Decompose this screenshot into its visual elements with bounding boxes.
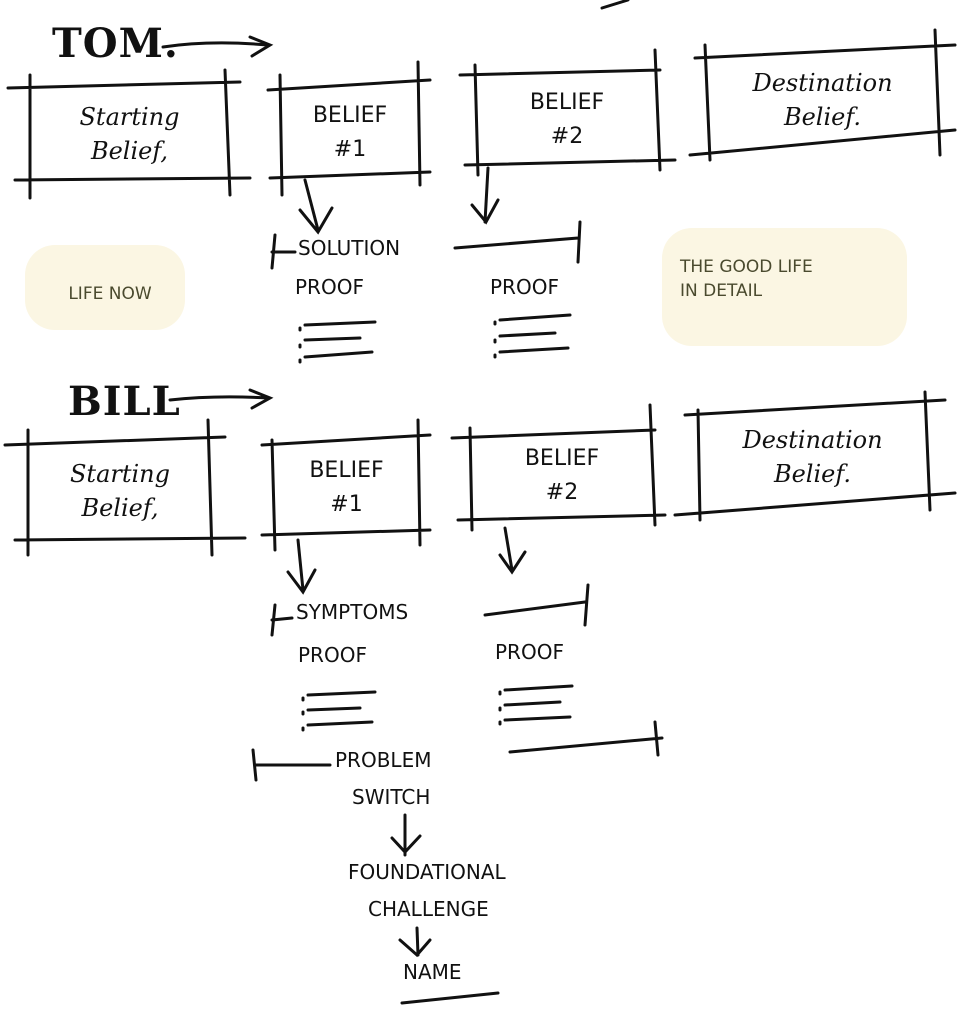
bill-box-destination	[673, 390, 957, 522]
box-line: Starting	[79, 103, 180, 131]
box-line: BELIEF	[312, 103, 388, 128]
tom-box-belief2-text: BELIEF #2	[478, 77, 656, 163]
arrow-to-name	[398, 926, 432, 958]
tom-label: TOM.	[52, 20, 179, 67]
bill-symptoms-label: SYMPTOMS	[296, 600, 409, 624]
note-line: THE GOOD LIFE	[680, 257, 813, 277]
box-line: BELIEF	[524, 446, 600, 471]
bill-list-1	[301, 690, 377, 732]
arrow-to-foundational	[390, 813, 422, 857]
bill-symptoms-bracket	[270, 583, 590, 637]
tom-box-starting	[6, 68, 252, 200]
tom-box-destination	[688, 28, 957, 162]
challenge-label: CHALLENGE	[368, 897, 489, 921]
tom-proof-2: PROOF	[490, 275, 559, 299]
name-label: NAME	[403, 960, 462, 984]
box-line: Belief,	[90, 137, 169, 165]
good-life-note: THE GOOD LIFE IN DETAIL	[680, 255, 880, 303]
tom-proof-1: PROOF	[295, 275, 364, 299]
tom-arrow-down-2	[470, 166, 500, 225]
tom-solution-label: SOLUTION	[298, 236, 401, 260]
box-line: BELIEF	[529, 90, 605, 115]
tom-arrow-down-1	[298, 178, 334, 235]
name-underline	[400, 991, 500, 1005]
box-line: BELIEF	[309, 458, 384, 483]
bill-box-starting	[3, 418, 247, 557]
bill-proof-2: PROOF	[495, 640, 564, 664]
box-line: #2	[545, 480, 579, 505]
problem-label: PROBLEM	[335, 748, 432, 772]
life-now-note: LIFE NOW	[68, 284, 152, 304]
box-line: Belief.	[773, 460, 852, 488]
tom-box-belief2	[458, 48, 677, 177]
tom-arrow	[161, 35, 274, 58]
box-line: #1	[330, 492, 363, 517]
box-line: Destination	[742, 426, 883, 454]
foundational-label: FOUNDATIONAL	[348, 860, 506, 884]
bill-box-belief2	[450, 403, 667, 532]
bill-box-belief1-text: BELIEF #1	[275, 445, 418, 531]
tom-list-2	[493, 313, 572, 359]
box-line: Belief.	[783, 103, 862, 131]
bill-box-belief2-text: BELIEF #2	[472, 435, 652, 517]
bill-arrow-down-2	[498, 526, 527, 575]
tom-box-belief1	[266, 60, 432, 197]
box-line: Belief,	[81, 494, 159, 522]
good-life-highlight	[662, 228, 907, 346]
bill-label: BILL	[68, 378, 181, 425]
problem-switch-bracket	[251, 720, 664, 782]
box-line: Starting	[69, 460, 170, 488]
bill-arrow-down-1	[286, 538, 317, 595]
tom-list-1	[298, 320, 377, 364]
life-now-highlight	[25, 245, 185, 330]
switch-label: SWITCH	[352, 785, 431, 809]
box-line: Destination	[752, 69, 893, 97]
bill-list-2	[498, 684, 574, 726]
bill-arrow	[168, 388, 274, 410]
bill-proof-1: PROOF	[298, 643, 367, 667]
tom-solution-bracket	[270, 220, 582, 270]
box-line: #2	[550, 124, 584, 149]
tom-box-belief1-text: BELIEF #1	[282, 92, 418, 174]
bill-box-belief1	[260, 418, 432, 552]
note-line: IN DETAIL	[680, 281, 763, 301]
box-line: #1	[333, 137, 367, 162]
